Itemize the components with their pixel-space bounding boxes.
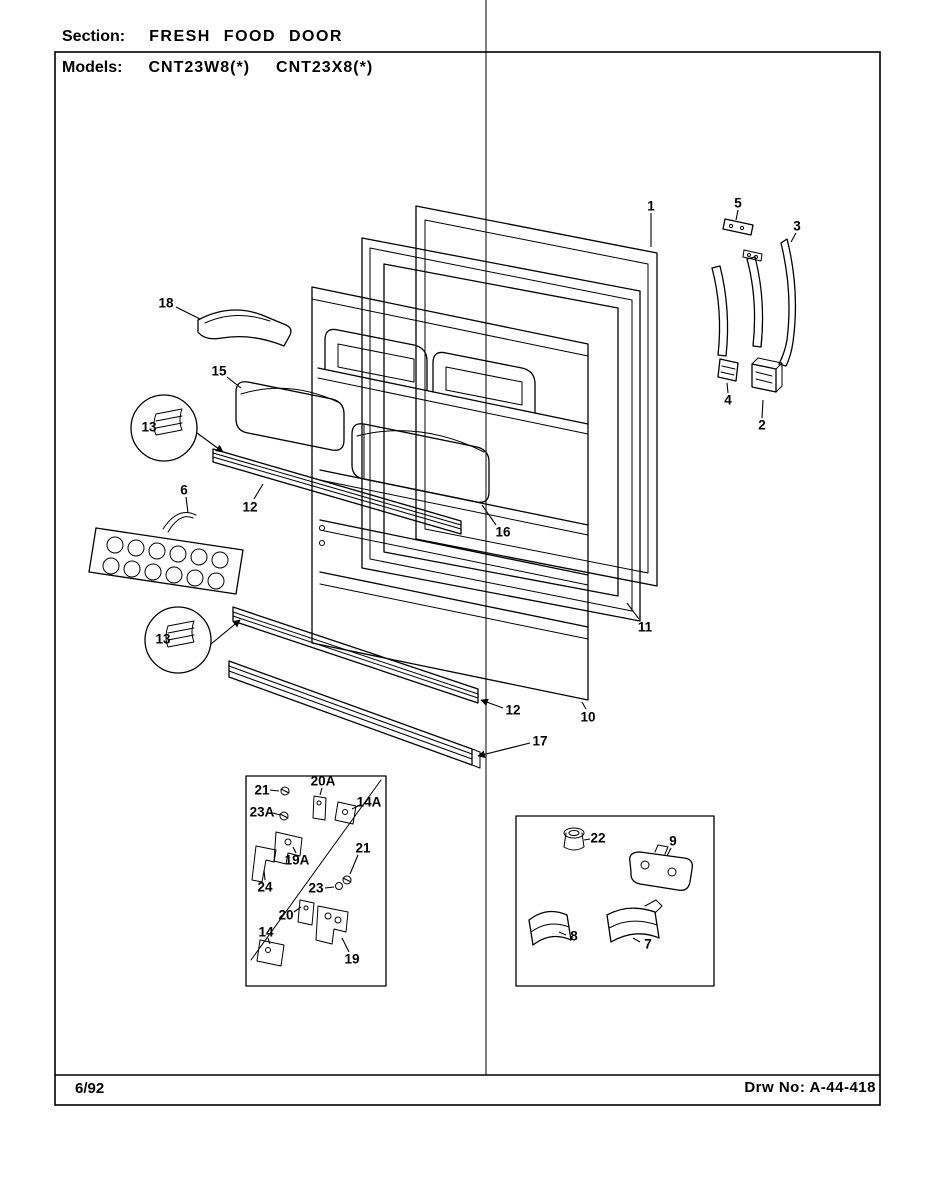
callout-leader-14: [267, 937, 271, 945]
callout-leader-24: [263, 869, 266, 881]
detail-box-brackets: [515, 815, 715, 987]
part-callout-20A: 20A: [311, 774, 336, 789]
part-callout-4: 4: [724, 393, 732, 408]
part-callout-11: 11: [638, 620, 653, 635]
part-callout-5: 5: [734, 196, 742, 211]
callout-leader-19A: [292, 846, 297, 854]
callout-leader-22: [583, 838, 591, 841]
callout-leader-9: [666, 847, 672, 857]
part-callout-20: 20: [278, 908, 293, 923]
dairy-cover-left: [235, 381, 345, 451]
callout-leader-3: [790, 232, 797, 243]
part-callout-23: 23: [308, 881, 324, 896]
end-cap-detail-upper: [130, 394, 224, 462]
callout-leader-12: [253, 483, 264, 500]
part-callout-9: 9: [669, 834, 677, 849]
callout-leader-17: [477, 742, 531, 759]
breaker-strips: [711, 218, 797, 393]
part-callout-17: 17: [532, 734, 547, 749]
callout-leader-23A: [272, 812, 281, 816]
part-callout-13: 13: [155, 632, 171, 647]
shelf-trim-lower: [232, 606, 479, 704]
drawing-number: Drw No: A-44-418: [744, 1079, 876, 1096]
page-border: [54, 0, 881, 1106]
callout-leader-6: [185, 496, 189, 514]
part-callout-13: 13: [141, 420, 157, 435]
section-title: FRESH FOOD DOOR: [149, 28, 343, 45]
part-callout-10: 10: [580, 710, 595, 725]
bottom-trim: [228, 660, 481, 769]
models-label: Models:: [62, 59, 123, 76]
part-callout-19: 19: [344, 952, 359, 967]
part-callout-14: 14: [258, 925, 274, 940]
egg-tray: [88, 512, 244, 595]
part-callout-24: 24: [257, 880, 273, 895]
bracket-parts-box-outline: [515, 815, 715, 987]
revision-date: 6/92: [75, 1080, 105, 1097]
callout-leader-5: [735, 209, 739, 221]
part-callout-1: 1: [647, 199, 655, 214]
top-trim: [197, 309, 292, 347]
callout-leader-14A: [351, 804, 361, 810]
models-row: Models: CNT23W8(*) CNT23X8(*): [62, 59, 373, 77]
part-callout-19A: 19A: [285, 853, 310, 868]
section-label: Section:: [62, 28, 126, 45]
part-callout-22: 22: [590, 831, 605, 846]
callout-leader-21: [349, 854, 359, 875]
callout-leader-11: [626, 602, 640, 620]
drawing-number-label: Drw No:: [744, 1079, 806, 1096]
callout-leader-7: [632, 937, 641, 943]
callout-leader-12: [480, 698, 504, 709]
drawing-number-value: A-44-418: [809, 1079, 876, 1096]
callout-leader-16: [481, 504, 497, 526]
dairy-cover-right: [351, 423, 490, 503]
part-callout-18: 18: [158, 296, 174, 311]
model-number-2: CNT23X8(*): [276, 59, 374, 76]
callout-leader-18: [175, 306, 201, 320]
callout-leader-23: [324, 886, 335, 889]
callout-leader-4: [726, 382, 729, 394]
section-header: Section: FRESH FOOD DOOR: [62, 28, 343, 46]
part-callout-21: 21: [254, 783, 270, 798]
callout-leader-20A: [319, 787, 323, 796]
callout-leader-21: [269, 789, 280, 792]
part-callout-15: 15: [211, 364, 227, 379]
callout-leader-10: [581, 701, 587, 710]
part-callout-3: 3: [793, 219, 801, 234]
shelf-trim-upper: [212, 448, 462, 535]
part-callout-6: 6: [180, 483, 188, 498]
part-callout-12: 12: [242, 500, 257, 515]
callout-leader-20: [293, 906, 302, 913]
door-gasket: [361, 237, 641, 622]
part-callout-14A: 14A: [357, 795, 382, 810]
model-number-1: CNT23W8(*): [148, 59, 251, 76]
callout-leader-2: [761, 399, 764, 419]
part-callout-12: 12: [505, 703, 520, 718]
callout-leader-8: [558, 931, 567, 936]
door-outer-panel: [415, 205, 658, 587]
part-callout-8: 8: [570, 929, 578, 944]
part-callout-7: 7: [644, 937, 652, 952]
hinge-parts-box-outline: [245, 775, 387, 987]
part-callout-2: 2: [758, 418, 766, 433]
part-callout-16: 16: [495, 525, 511, 540]
part-callout-21: 21: [355, 841, 371, 856]
callout-leader-15: [226, 376, 242, 389]
part-callout-23A: 23A: [250, 805, 275, 820]
detail-box-hinge-parts: [245, 775, 387, 987]
callout-leader-19: [341, 937, 350, 953]
end-cap-detail-lower: [144, 606, 241, 674]
